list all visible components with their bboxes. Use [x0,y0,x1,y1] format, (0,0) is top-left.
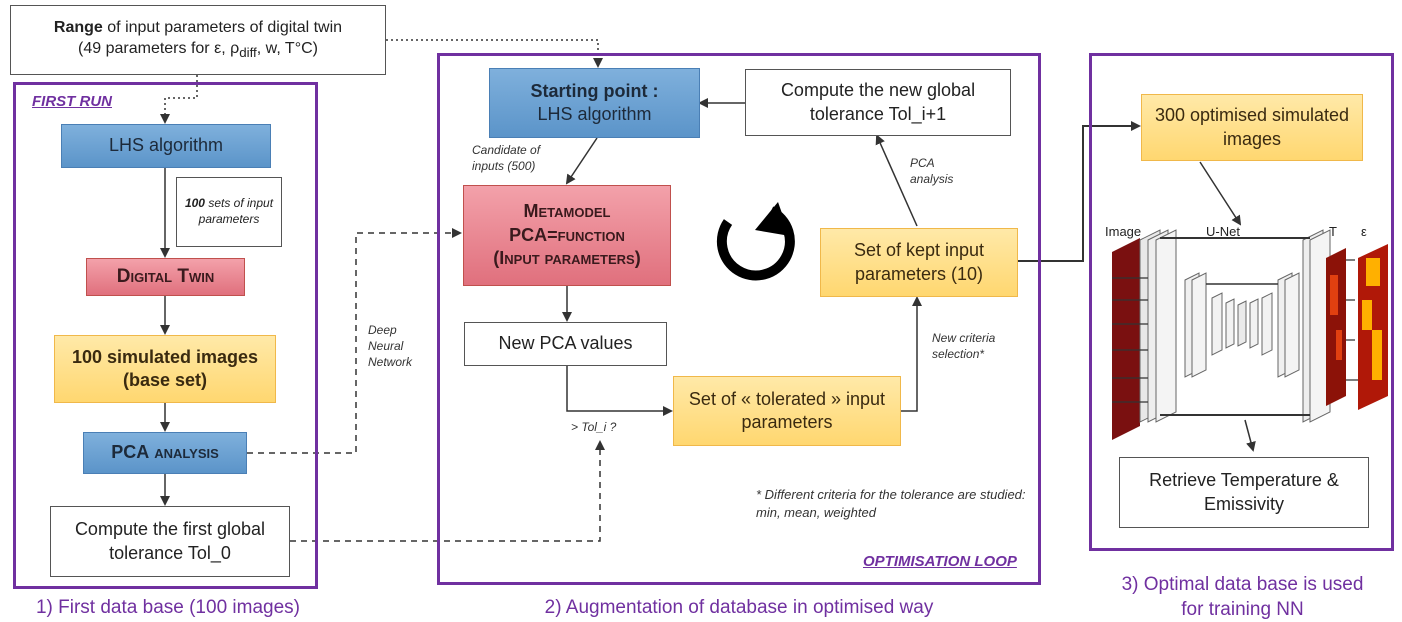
panel-first-run [13,82,318,589]
lhs-algorithm-box: LHS algorithm [61,124,271,168]
criteria-footnote: * Different criteria for the tolerance a… [756,487,1026,520]
tolerance-to-tol-i-dashed [290,440,605,542]
tolerated-to-kept-arrow [901,296,922,412]
starting-point-bold: Starting point : [530,80,659,101]
first-run-tag: FIRST RUN [32,93,112,110]
range-bold-word: Range [53,19,103,37]
newpca-to-tolerated-arrow [566,366,673,416]
sets-text: sets of input parameters [198,196,274,226]
range-line2-sub: diff [239,45,257,61]
simulated-images-label: 100 simulated images (base set) [71,346,259,390]
range-to-lhs-connector [160,75,198,124]
new-pca-values-box: New PCA values [464,322,667,366]
kept-parameters-box: Set of kept input parameters (10) [820,228,1018,297]
new-pca-label: New PCA values [498,333,633,354]
lhs-algorithm-label: LHS algorithm [108,135,224,156]
first-tolerance-box: Compute the first global tolerance Tol_0 [50,506,290,577]
kept-to-optimised-arrow [1018,121,1141,262]
unet-label: U-Net [1206,224,1240,239]
loop-rotate-icon [716,202,795,281]
unet-to-retrieve-arrow [1244,419,1256,452]
range-line1: of input parameters of digital twin [102,19,343,37]
metamodel-box: Metamodel PCA=function (Input parameters… [463,185,671,286]
metamodel-line3: (Input parameters) [493,248,641,269]
range-line2-pre: (49 parameters for ε, ρ [78,40,240,58]
kept-to-global-tol-arrow [875,134,918,227]
epsilon-label: ε [1361,224,1367,239]
pca-analysis-box: PCA analysis [83,432,247,474]
simulated-images-box: 100 simulated images (base set) [54,335,276,403]
image-label: Image [1105,224,1142,239]
digital-twin-label: Digital Twin [116,265,215,287]
new-criteria-note: New criteria selection* [932,331,996,362]
starting-point-box: Starting point : LHS algorithm [489,68,700,138]
new-global-tolerance-box: Compute the new global tolerance Tol_i+1 [745,69,1011,136]
panel-optimisation-loop [437,53,1041,585]
t-label: T [1329,224,1337,239]
tolerated-parameters-box: Set of « tolerated » input parameters [673,376,901,446]
optimisation-loop-tag: OPTIMISATION LOOP [863,553,1017,570]
range-to-starting-point-connector [386,39,603,68]
panel-training [1089,53,1394,551]
kept-label: Set of kept input parameters (10) [853,240,985,284]
tolerated-label: Set of « tolerated » input parameters [688,388,886,432]
retrieve-box: Retrieve Temperature & Emissivity [1119,457,1369,528]
caption-first-data-base: 1) First data base (100 images) [35,597,300,618]
global-tol-label: Compute the new global tolerance Tol_i+1 [780,80,976,124]
candidate-inputs-note: Candidate of inputs (500) [472,143,541,174]
optimised-images-box: 300 optimised simulated images [1141,94,1363,161]
pca-main: PCA [111,442,150,463]
sets-count: 100 [184,196,205,211]
starting-to-metamodel-arrow [565,137,598,185]
sets-of-input-note: 100 sets of input parameters [176,177,282,247]
optimised-label: 300 optimised simulated images [1154,105,1350,149]
metamodel-line2: PCA=function [509,224,625,245]
tol-i-note: > Tol_i ? [571,420,617,434]
digital-twin-box: Digital Twin [86,258,245,296]
unet-illustration [1112,229,1388,440]
retrieve-label: Retrieve Temperature & Emissivity [1149,470,1339,514]
range-line2-post: , w, T°C) [256,40,318,58]
caption-augmentation: 2) Augmentation of database in optimised… [544,597,934,618]
range-of-parameters-box: Range of input parameters of digital twi… [10,5,386,75]
caption-optimal-data-base: 3) Optimal data base is used for trainin… [1121,574,1364,620]
starting-point-label: LHS algorithm [537,104,652,124]
first-tolerance-label: Compute the first global tolerance Tol_0 [74,519,266,563]
metamodel-line1: Metamodel [523,201,611,222]
optimised-to-unet-arrow [1199,161,1242,226]
pca-rest: analysis [149,442,219,463]
deep-neural-network-note: Deep Neural Network [368,323,413,370]
pca-analysis-note: PCA analysis [910,156,954,187]
